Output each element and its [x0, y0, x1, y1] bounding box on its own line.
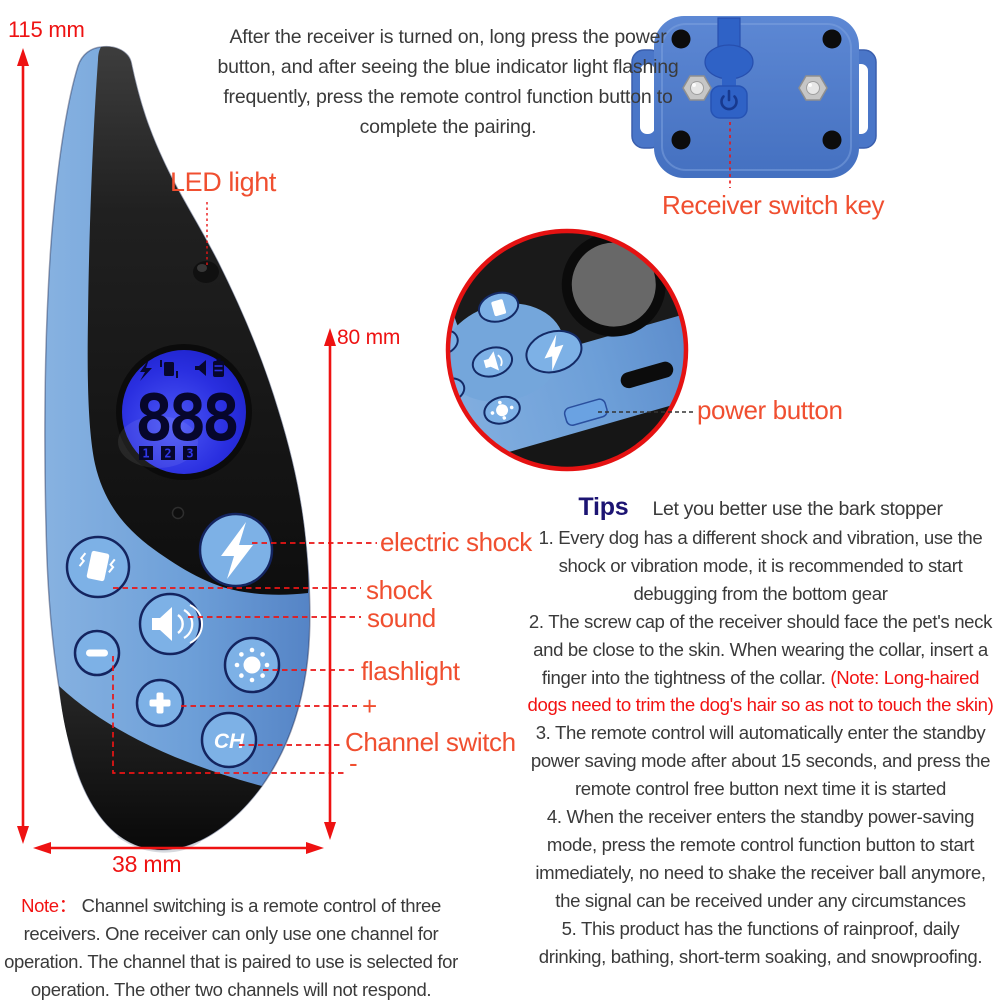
inset-side-slot: [620, 361, 674, 389]
height-dimension-label: 115 mm: [8, 17, 85, 42]
inset-shock-button: [525, 329, 583, 374]
channel-switch-callout: Channel switch: [345, 727, 516, 757]
flashlight-callout: flashlight: [361, 656, 460, 686]
width-dimension-label: 38 mm: [112, 851, 182, 877]
lightning-icon: [221, 522, 253, 579]
channel-note: Note： Channel switching is a remote cont…: [4, 895, 458, 1000]
screen-dimension-label: 80 mm: [337, 326, 401, 349]
lcd-channel-indicators: 1 2 3: [139, 446, 197, 461]
minus-icon: [86, 649, 108, 657]
inset-red-ring: [445, 228, 689, 472]
receiver-switch-strap: [704, 17, 754, 119]
width-arrow-38mm: [33, 842, 324, 854]
microphone-hole: [171, 506, 185, 520]
minus-button: [73, 629, 121, 677]
screen-arrow-80mm: [324, 328, 336, 840]
tips-header: Tips Let you better use the bark stopper: [512, 493, 1000, 524]
inset-vibration-button: [477, 291, 520, 323]
minus-callout-line: [112, 656, 345, 774]
receiver-body: [654, 16, 859, 178]
lcd-channel-2: 2: [164, 447, 171, 461]
tips-heading: Tips: [578, 493, 629, 521]
power-button-inset: [445, 228, 689, 472]
remote-bottom-black-tip: [59, 686, 262, 850]
lcd-vibration-icon: [160, 360, 178, 378]
shock-button: [198, 512, 274, 588]
vibration-icon: [78, 550, 116, 582]
receiver-contact-probe-right: [798, 75, 828, 101]
sound-callout: sound: [367, 603, 436, 633]
led-light-bump: [193, 261, 219, 283]
remote-device: 888 1 2 3: [44, 45, 311, 853]
lcd-channel-1: 1: [142, 447, 149, 461]
speaker-icon: [152, 604, 203, 644]
receiver-contact-probe-left: [682, 75, 712, 101]
shock-callout: shock: [366, 575, 432, 605]
remote-bottom-rim-highlight: [117, 834, 201, 853]
power-button-callout: power button: [697, 395, 843, 425]
height-arrow-115mm: [17, 48, 29, 844]
tips-section: Tips Let you better use the bark stopper…: [512, 493, 1000, 971]
receiver-bezel: [661, 23, 852, 171]
callout-lines: [112, 122, 731, 774]
lcd-battery-icon: [213, 358, 224, 377]
inset-power-button: [563, 398, 608, 426]
led-light-callout: LED light: [170, 167, 276, 197]
lcd-shock-icon: [140, 359, 152, 381]
lcd-digits: 888: [135, 382, 237, 456]
minus-callout: -: [349, 748, 358, 778]
flashlight-button: [223, 636, 281, 694]
receiver-device: [631, 16, 877, 178]
tips-subtitle: Let you better use the bark stopper: [652, 498, 943, 520]
tips-list: 1. Every dog has a different shock and v…: [527, 527, 994, 967]
sun-icon: [234, 647, 270, 683]
receiver-power-button: [710, 85, 748, 119]
lcd-display: 888 1 2 3: [116, 344, 252, 480]
dimension-arrows: [17, 48, 336, 854]
plus-callout: +: [362, 691, 377, 721]
receiver-switch-key-callout: Receiver switch key: [662, 190, 885, 220]
pairing-instructions: After the receiver is turned on, long pr…: [217, 26, 679, 138]
inset-flashlight-button: [483, 395, 521, 425]
lcd-sound-icon: [195, 360, 206, 376]
receiver-screw-holes: [671, 29, 842, 150]
sound-button: [138, 592, 203, 656]
channel-button: CH: [200, 711, 258, 769]
power-symbol-icon: [720, 89, 738, 111]
plus-button: [135, 678, 185, 728]
inset-sound-button: [471, 346, 514, 378]
electric-shock-callout: electric shock: [380, 527, 532, 557]
lcd-channel-3: 3: [186, 447, 193, 461]
plus-icon: [149, 692, 171, 714]
channel-button-label: CH: [214, 730, 245, 753]
vibration-button: [65, 535, 131, 599]
lcd-status-icons: [140, 358, 224, 381]
